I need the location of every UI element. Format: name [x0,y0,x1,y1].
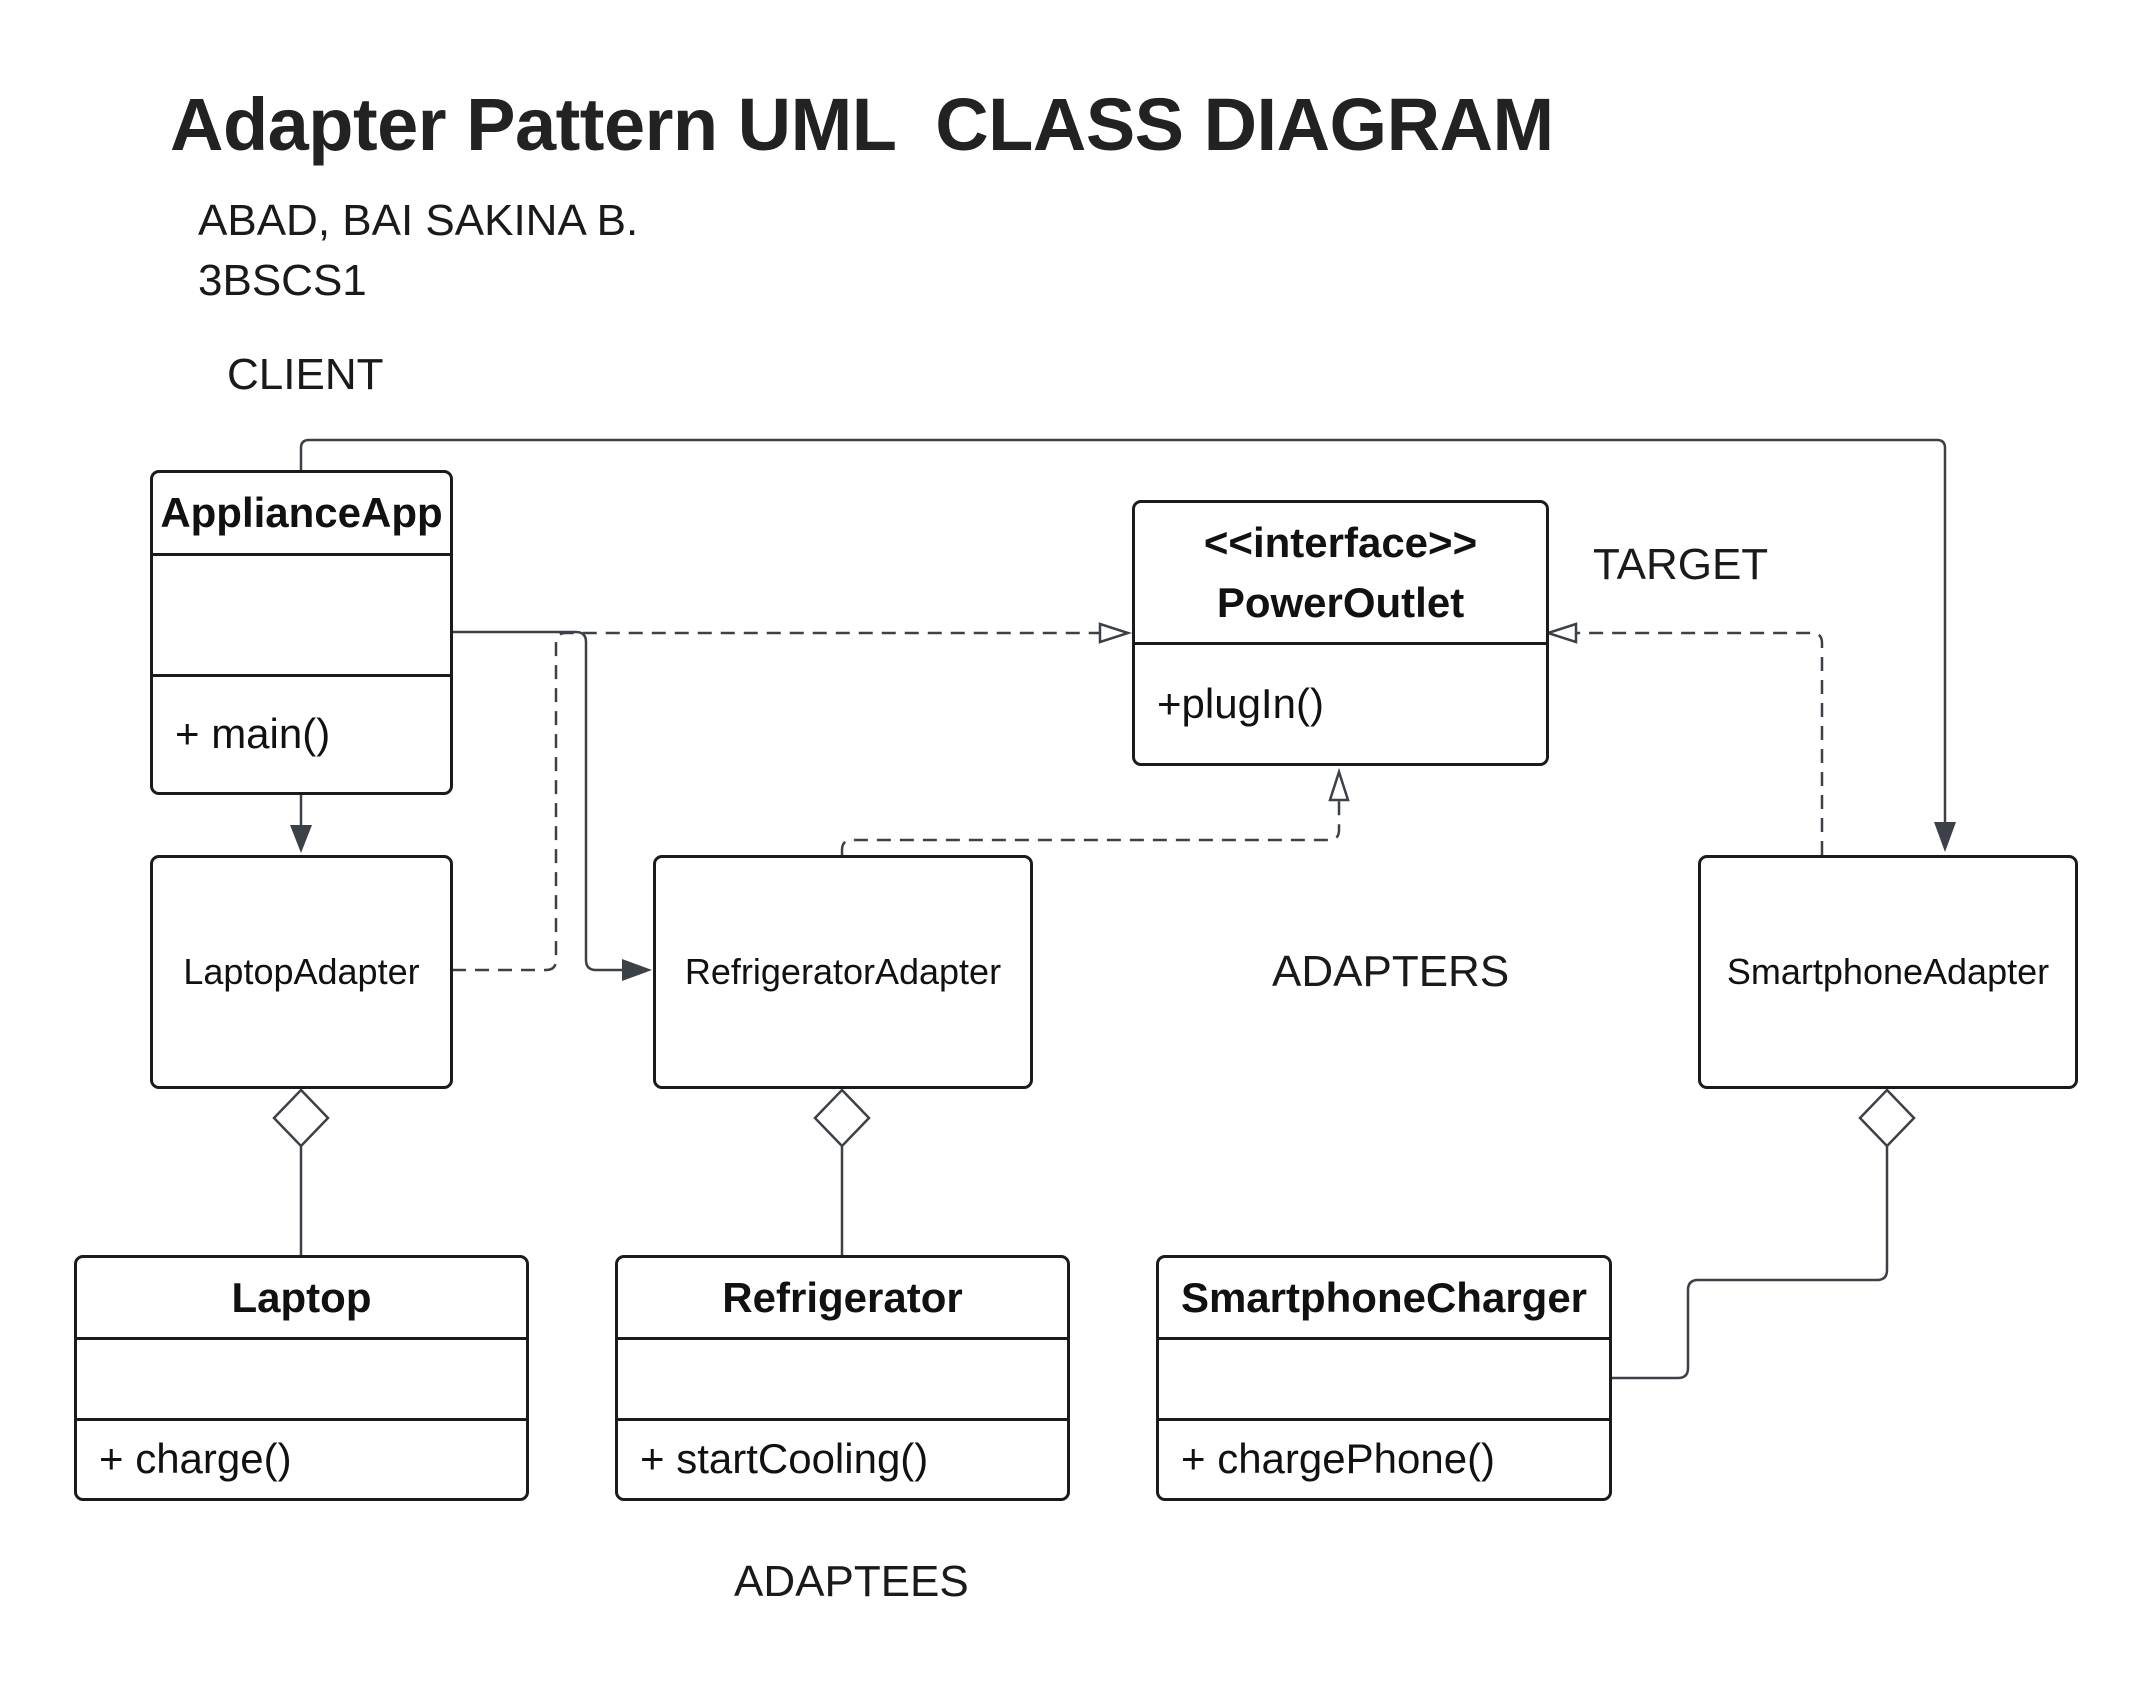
operation-charge-phone: + chargePhone() [1181,1435,1496,1482]
class-name: Laptop [231,1273,372,1321]
target-label: TARGET [1593,540,1769,589]
adapters-label: ADAPTERS [1272,947,1510,996]
association-app-to-smartphone-adapter [299,438,1956,852]
attributes-section [153,556,450,677]
class-smartphone-charger[interactable]: SmartphoneCharger + chargePhone() [1156,1255,1612,1501]
class-header: SmartphoneCharger [1159,1258,1609,1340]
author-name: ABAD, BAI SAKINA B. [198,196,639,245]
operations-section: +plugIn() [1135,645,1546,762]
class-name: LaptopAdapter [183,951,420,992]
class-header: ApplianceApp [153,473,450,556]
realization-smartphone-adapter-to-outlet [1543,622,1824,855]
class-refrigerator-adapter[interactable]: RefrigeratorAdapter [653,855,1033,1089]
operation-charge: + charge() [99,1435,292,1482]
interface-stereotype: <<interface>> [1203,518,1478,566]
class-name: SmartphoneAdapter [1726,951,2050,992]
realization-laptop-adapter-to-outlet [452,622,1133,972]
section-code: 3BSCS1 [198,256,367,305]
operation-main: + main() [175,710,331,757]
operation-plugin: +plugIn() [1157,679,1324,727]
association-app-to-laptop-adapter [290,795,312,853]
realization-refrigerator-adapter-to-outlet [840,767,1350,855]
association-app-to-refrigerator-adapter [452,630,652,981]
class-appliance-app[interactable]: ApplianceApp + main() [150,470,453,795]
client-label: CLIENT [227,350,384,399]
class-name: PowerOutlet [1216,578,1465,626]
diagram-title: Adapter Pattern UML CLASS DIAGRAM [170,83,1554,166]
adaptees-label: ADAPTEES [734,1557,969,1606]
class-refrigerator[interactable]: Refrigerator + startCooling() [615,1255,1070,1501]
class-laptop[interactable]: Laptop + charge() [74,1255,529,1501]
attributes-section [77,1340,526,1421]
class-header: <<interface>> PowerOutlet [1135,503,1546,645]
class-name: SmartphoneCharger [1180,1273,1588,1321]
class-name: ApplianceApp [160,489,443,536]
attributes-section [618,1340,1067,1421]
class-name: Refrigerator [722,1273,963,1321]
aggregation-laptop-adapter-laptop [272,1088,330,1255]
operations-section: + charge() [77,1421,526,1497]
class-header: Refrigerator [618,1258,1067,1340]
operations-section: + startCooling() [618,1421,1067,1497]
class-header: Laptop [77,1258,526,1340]
operations-section: + chargePhone() [1159,1421,1609,1497]
class-laptop-adapter[interactable]: LaptopAdapter [150,855,453,1089]
operations-section: + main() [153,677,450,791]
aggregation-refrigerator-adapter-refrigerator [813,1088,871,1255]
operation-start-cooling: + startCooling() [640,1435,929,1482]
aggregation-smartphone-adapter-charger [1612,1088,1916,1380]
class-name: RefrigeratorAdapter [684,951,1002,992]
interface-power-outlet[interactable]: <<interface>> PowerOutlet +plugIn() [1132,500,1549,766]
class-smartphone-adapter[interactable]: SmartphoneAdapter [1698,855,2078,1089]
attributes-section [1159,1340,1609,1421]
